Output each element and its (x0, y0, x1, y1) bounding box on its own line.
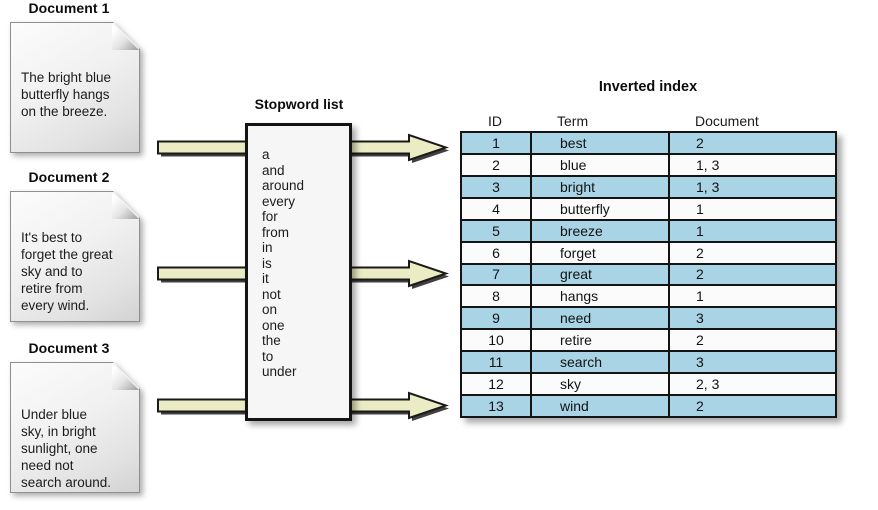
cell-document: 2 (696, 398, 704, 415)
table-row: 8 hangs 1 (462, 286, 835, 309)
cell-term: search (532, 352, 670, 373)
inverted-index-header: ID Term Document (460, 107, 837, 129)
column-header-term: Term (557, 113, 589, 129)
stopword-item: for (262, 209, 278, 224)
stopword-list-title: Stopword list (254, 96, 344, 112)
document-paper-icon: The bright blue butterfly hangs on the b… (10, 22, 140, 153)
table-row: 12 sky 2, 3 (462, 374, 835, 397)
stopword-item: in (262, 240, 273, 255)
cell-id: 11 (462, 352, 532, 373)
cell-id: 13 (462, 396, 532, 416)
cell-term: great (532, 264, 670, 285)
cell-id: 2 (462, 154, 532, 175)
inverted-index-table: 1 best 2 2 blue 1, 3 3 bright 1, 3 4 but… (460, 131, 837, 418)
cell-term: need (532, 308, 670, 329)
inverted-index-title: Inverted index (598, 79, 698, 95)
document-3-text: Under blue sky, in bright sunlight, one … (21, 407, 112, 490)
cell-document: 2 (696, 134, 704, 151)
cell-id: 5 (462, 220, 532, 241)
stopword-item: is (262, 255, 272, 271)
cell-document: 3 (696, 310, 704, 327)
stopword-item: every (262, 193, 296, 209)
cell-term: retire (532, 330, 670, 351)
table-row: 9 need 3 (462, 308, 835, 331)
stopword-item: to (262, 348, 274, 364)
cell-id: 10 (462, 330, 532, 351)
cell-document: 1 (696, 288, 704, 305)
stopword-item: around (262, 178, 305, 193)
cell-document: 1 (696, 222, 704, 239)
cell-document: 1, 3 (696, 156, 720, 173)
cell-term: best (532, 133, 670, 153)
stopword-item: from (262, 224, 289, 240)
document-3-title: Document 3 (28, 340, 110, 356)
cell-term: hangs (532, 286, 670, 307)
cell-term: forget (532, 242, 670, 263)
document-paper-icon: It's best to forget the great sky and to… (10, 191, 140, 322)
stopword-item: the (262, 333, 281, 348)
stopword-item: a (262, 147, 270, 162)
stopword-item: one (262, 317, 285, 333)
cell-document: 2 (696, 266, 704, 283)
stopword-item: on (262, 302, 278, 317)
table-row: 7 great 2 (462, 264, 835, 287)
table-row: 6 forget 2 (462, 242, 835, 265)
stopword-item: not (262, 286, 281, 302)
cell-term: wind (532, 396, 670, 416)
cell-id: 7 (462, 264, 532, 285)
cell-document: 2 (696, 332, 704, 349)
stopword-item: and (262, 162, 285, 178)
document-2-title: Document 2 (28, 169, 110, 185)
document-3-card: Under blue sky, in bright sunlight, one … (10, 362, 140, 493)
table-row: 4 butterfly 1 (462, 198, 835, 221)
cell-document: 1 (696, 200, 704, 217)
stopword-item: it (262, 271, 269, 286)
column-header-document: Document (695, 113, 759, 129)
table-row: 5 breeze 1 (462, 220, 835, 243)
table-row: 13 wind 2 (462, 396, 835, 416)
cell-document: 2 (696, 244, 704, 261)
table-row: 1 best 2 (462, 133, 835, 155)
cell-id: 3 (462, 176, 532, 197)
cell-document: 3 (696, 354, 704, 371)
stopword-item: under (262, 364, 297, 379)
cell-id: 12 (462, 374, 532, 395)
document-2-text: It's best to forget the great sky and to… (21, 230, 113, 313)
cell-document: 2, 3 (696, 376, 720, 393)
cell-term: breeze (532, 220, 670, 241)
document-1-card: The bright blue butterfly hangs on the b… (10, 22, 140, 153)
cell-id: 6 (462, 242, 532, 263)
table-row: 11 search 3 (462, 352, 835, 375)
cell-id: 8 (462, 286, 532, 307)
table-row: 10 retire 2 (462, 330, 835, 353)
cell-term: sky (532, 374, 670, 395)
cell-term: blue (532, 154, 670, 175)
table-row: 3 bright 1, 3 (462, 176, 835, 199)
document-2-card: It's best to forget the great sky and to… (10, 191, 140, 322)
table-row: 2 blue 1, 3 (462, 154, 835, 177)
cell-id: 4 (462, 198, 532, 219)
document-1-text: The bright blue butterfly hangs on the b… (21, 70, 112, 119)
column-header-id: ID (488, 113, 502, 129)
cell-id: 9 (462, 308, 532, 329)
document-1-title: Document 1 (28, 0, 110, 16)
cell-term: bright (532, 176, 670, 197)
cell-id: 1 (462, 133, 532, 153)
cell-document: 1, 3 (696, 178, 720, 195)
cell-term: butterfly (532, 198, 670, 219)
document-paper-icon: Under blue sky, in bright sunlight, one … (10, 362, 140, 493)
